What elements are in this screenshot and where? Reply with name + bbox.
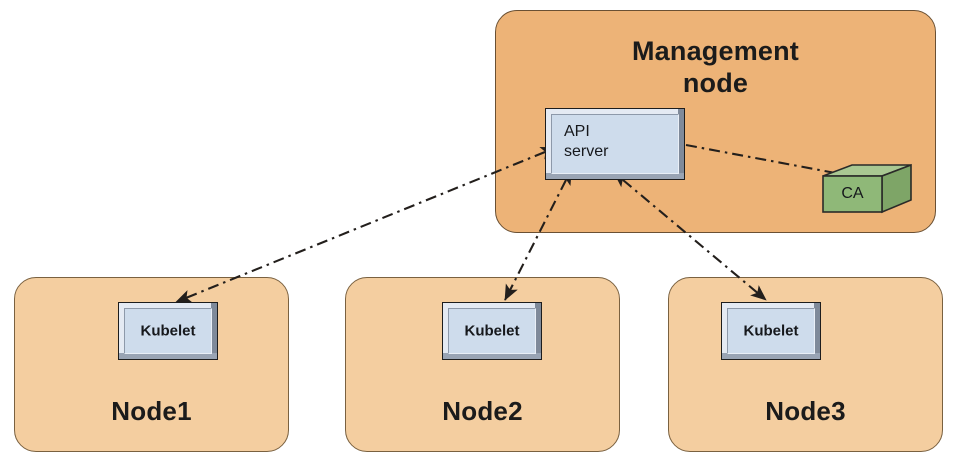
api-server-label-line2: server xyxy=(564,143,609,160)
api-server-inner: API server xyxy=(551,114,679,174)
kubelet-box-node3[interactable]: Kubelet xyxy=(721,302,821,360)
bevel-top-facet xyxy=(119,303,217,309)
bevel-right-facet xyxy=(211,303,217,359)
bevel-right-facet xyxy=(535,303,541,359)
bevel-left-facet xyxy=(119,303,125,359)
node-label-node2: Node2 xyxy=(442,396,523,426)
ca-front-face xyxy=(822,175,883,213)
management-node-title-line1: Management xyxy=(631,36,800,66)
bevel-bottom-facet xyxy=(546,173,684,179)
bevel-bottom-facet xyxy=(722,353,820,359)
kubelet-label-node1: Kubelet xyxy=(140,322,196,340)
bevel-top-facet xyxy=(722,303,820,309)
bevel-left-facet xyxy=(443,303,449,359)
kubelet-box-node1[interactable]: Kubelet xyxy=(118,302,218,360)
connector-api-server-to-node3-kubelet xyxy=(613,171,767,301)
bevel-top-facet xyxy=(443,303,541,309)
bevel-right-facet xyxy=(678,109,684,179)
kubelet-label-node3: Kubelet xyxy=(743,322,799,340)
management-node-title: Management node xyxy=(496,35,935,99)
kubelet-inner-node1: Kubelet xyxy=(124,308,212,354)
management-node-title-line2: node xyxy=(682,68,749,98)
api-server-label-line1: API xyxy=(564,123,590,140)
kubelet-label-node2: Kubelet xyxy=(464,322,520,340)
node-label-node1: Node1 xyxy=(111,396,192,426)
connector-api-server-to-node2-kubelet xyxy=(504,168,572,301)
bevel-bottom-facet xyxy=(119,353,217,359)
kubelet-inner-node3: Kubelet xyxy=(727,308,815,354)
bevel-left-facet xyxy=(722,303,728,359)
api-server-label: API server xyxy=(564,122,608,162)
node-label-node3: Node3 xyxy=(765,396,846,426)
bevel-right-facet xyxy=(814,303,820,359)
bevel-left-facet xyxy=(546,109,552,179)
connector-api-server-to-node1-kubelet xyxy=(175,147,557,303)
api-server-box[interactable]: API server xyxy=(545,108,685,180)
bevel-top-facet xyxy=(546,109,684,115)
kubelet-inner-node2: Kubelet xyxy=(448,308,536,354)
kubelet-box-node2[interactable]: Kubelet xyxy=(442,302,542,360)
ca-label: CA xyxy=(841,185,864,202)
bevel-bottom-facet xyxy=(443,353,541,359)
